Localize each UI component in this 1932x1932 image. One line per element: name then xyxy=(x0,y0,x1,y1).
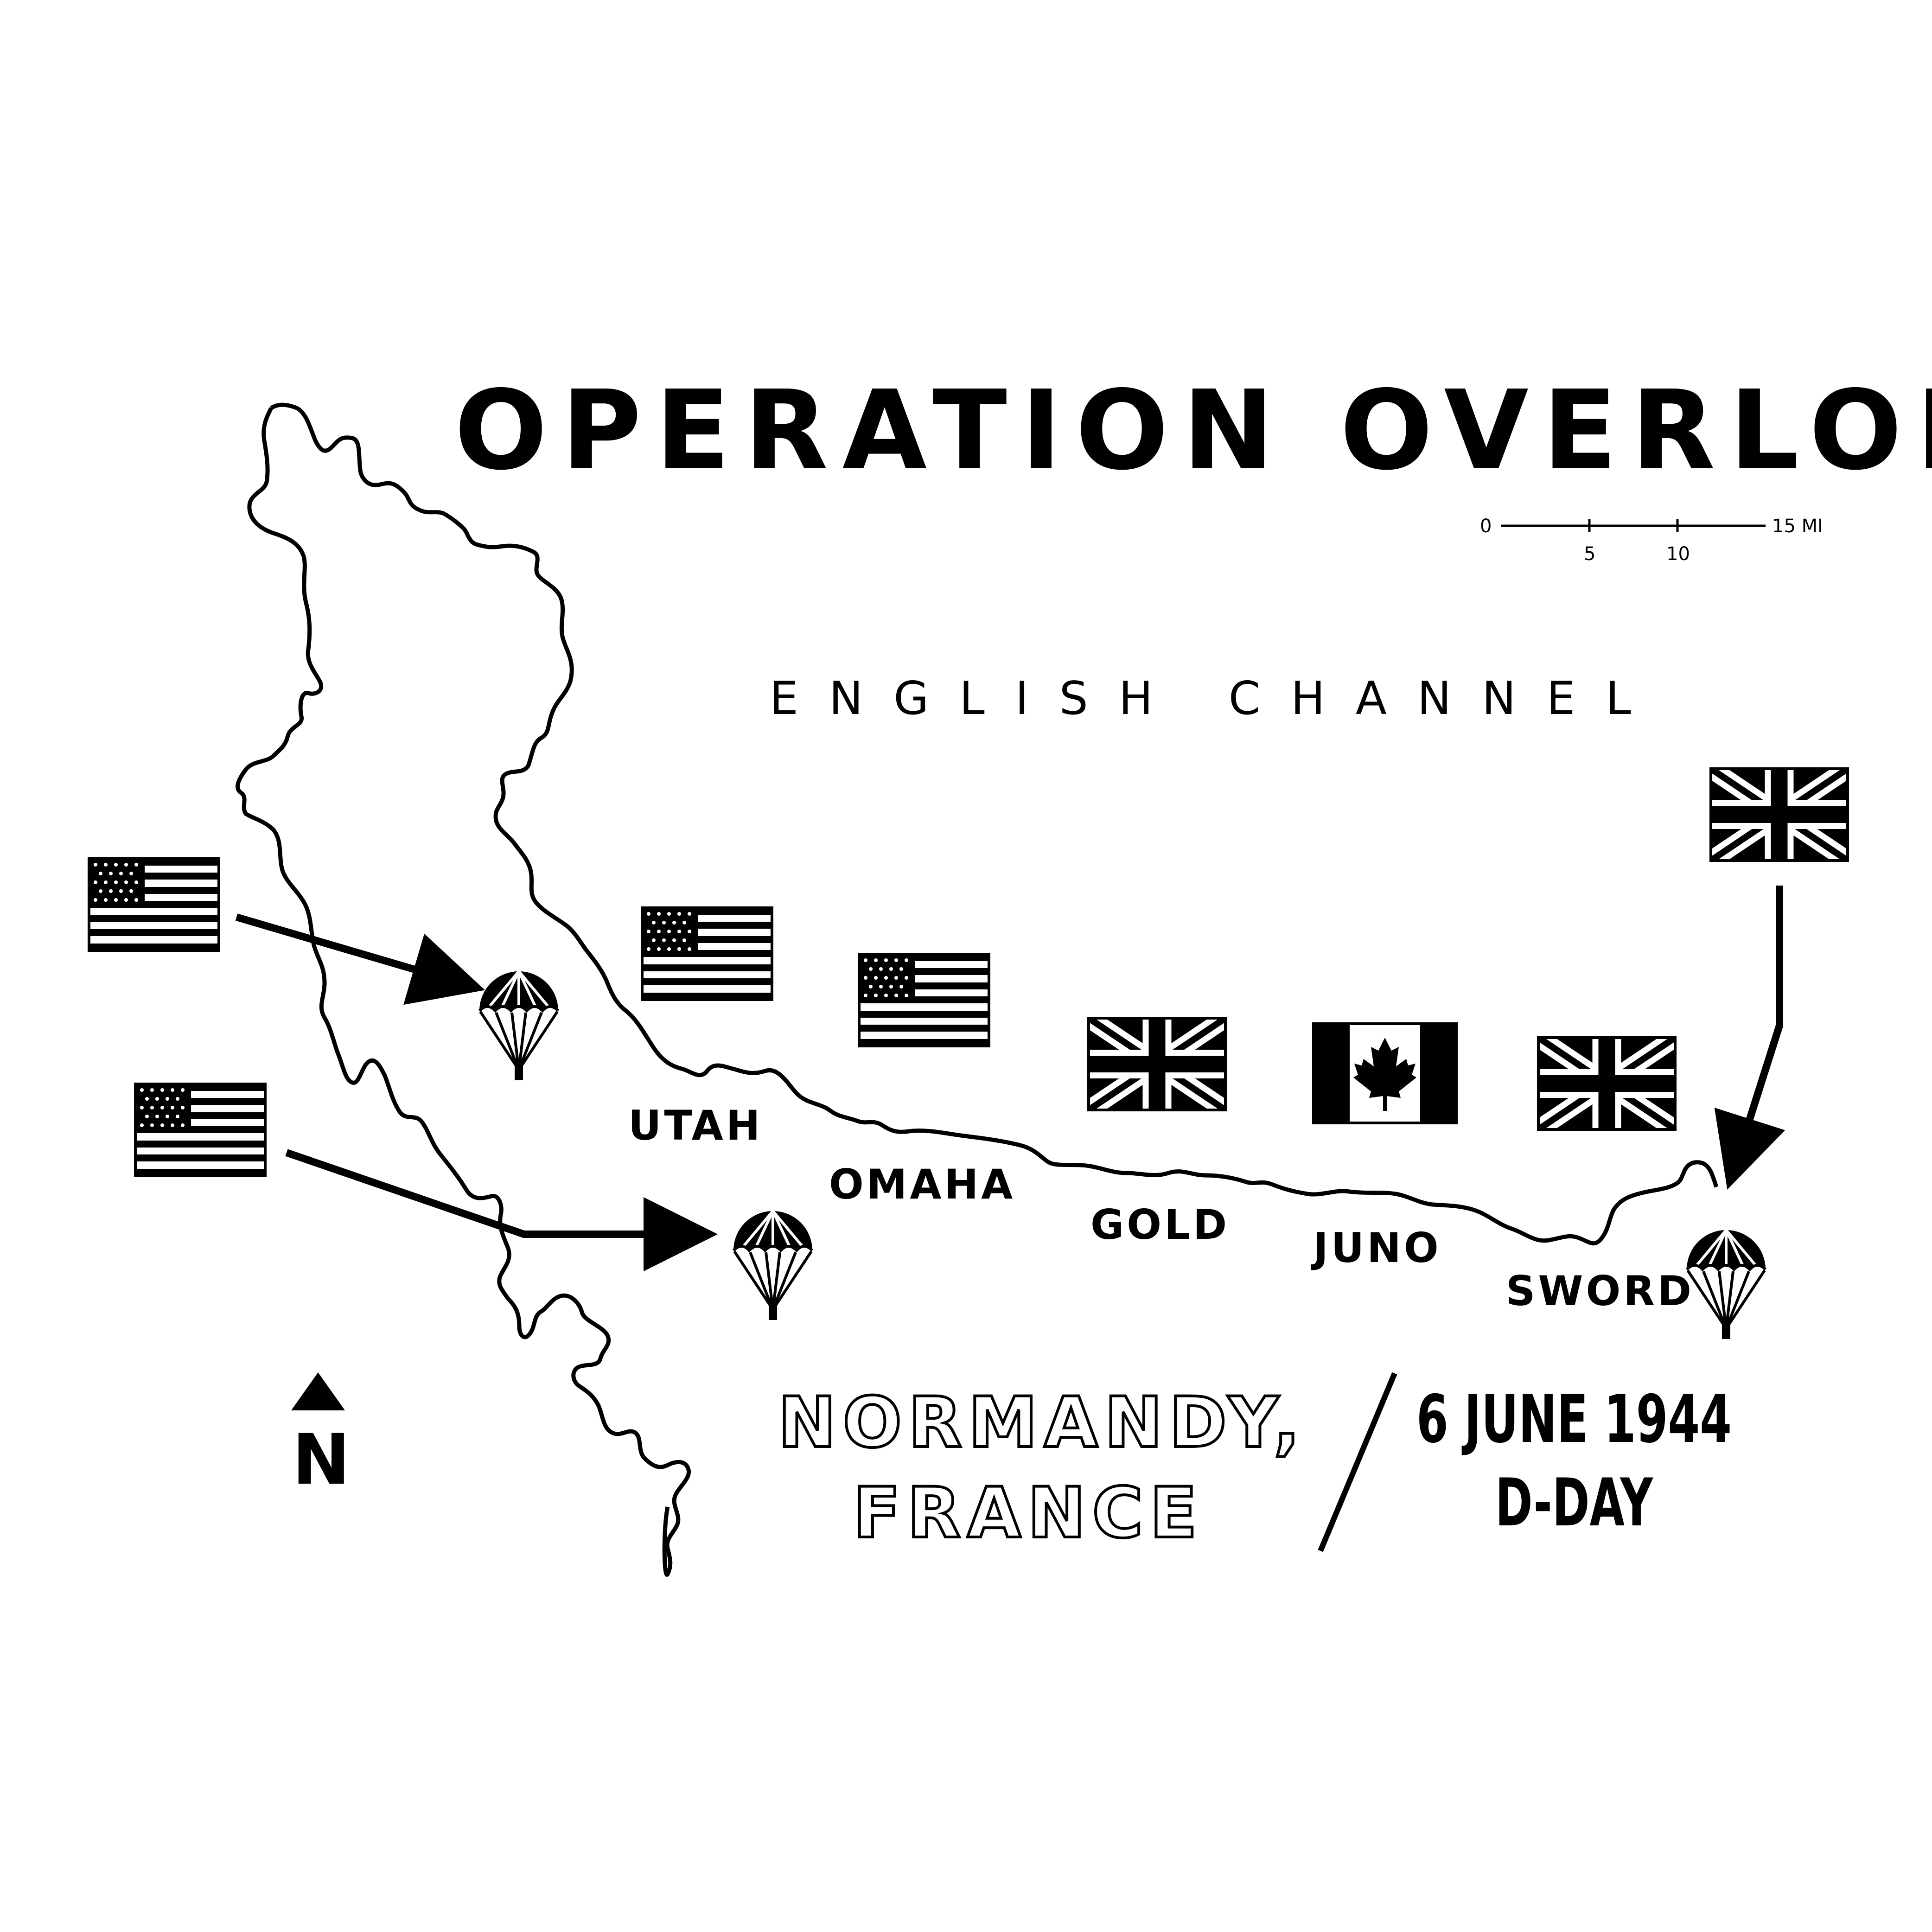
uk-flag-icon xyxy=(1089,1018,1225,1110)
map-title: OPERATION OVERLORD xyxy=(454,367,1932,494)
beach-label-juno: JUNO xyxy=(1311,1224,1441,1272)
beach-label-gold: GOLD xyxy=(1090,1201,1230,1249)
sea-label: ENGLISH CHANNEL xyxy=(770,672,1662,725)
scale-label-15-mi: 15 MI xyxy=(1772,516,1823,537)
date-line-2: D-DAY xyxy=(1495,1465,1653,1541)
coastline-west xyxy=(236,407,691,1577)
parachute-icon xyxy=(1687,1230,1766,1339)
place-line-1: NORMANDY, xyxy=(778,1383,1307,1463)
uk-flag-icon xyxy=(1711,769,1848,861)
parachute-icon xyxy=(733,1211,812,1320)
uk-flag-icon xyxy=(1538,1038,1675,1129)
us-flag-icon xyxy=(642,908,772,1000)
divider-slash xyxy=(1318,1372,1397,1552)
airborne-arrow xyxy=(285,1149,718,1271)
beach-label-omaha: OMAHA xyxy=(829,1160,1015,1208)
scale-bar: 0 5 10 15 MI xyxy=(1480,516,1823,565)
scale-label-5: 5 xyxy=(1584,543,1595,565)
canada-flag-icon xyxy=(1314,1024,1456,1123)
date-line-1: 6 JUNE 1944 xyxy=(1416,1381,1732,1458)
airborne-arrow xyxy=(1714,886,1785,1190)
north-label: N xyxy=(292,1420,351,1500)
beach-label-utah: UTAH xyxy=(628,1102,763,1149)
place-line-2: FRANCE xyxy=(853,1473,1204,1554)
parachute-icon xyxy=(479,971,558,1080)
us-flag-icon xyxy=(89,859,219,950)
scale-label-10: 10 xyxy=(1666,543,1690,565)
us-flag-icon xyxy=(135,1084,265,1176)
airborne-arrow xyxy=(235,913,485,1005)
us-flag-icon xyxy=(859,954,989,1046)
north-arrow-icon xyxy=(291,1372,345,1410)
beach-label-sword: SWORD xyxy=(1506,1267,1694,1315)
scale-label-0: 0 xyxy=(1480,516,1492,537)
coastline xyxy=(270,402,1719,1246)
north-arrow: N xyxy=(291,1372,351,1500)
